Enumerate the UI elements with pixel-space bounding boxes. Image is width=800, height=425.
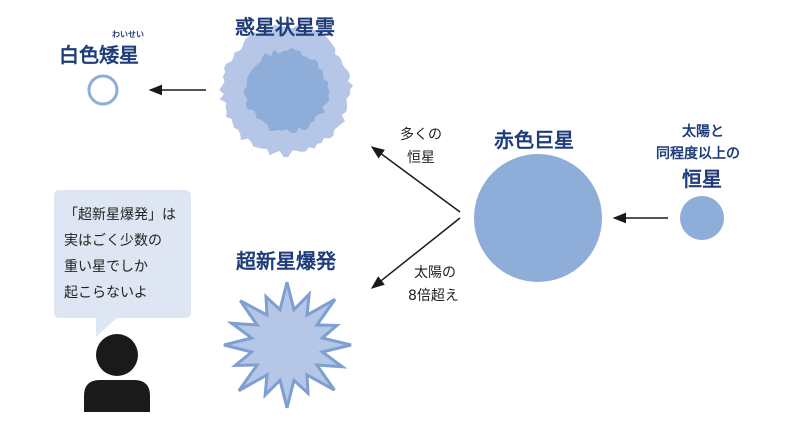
white-dwarf-title: 白色矮星 bbox=[59, 43, 139, 67]
sun-like-star-title: 恒星 bbox=[682, 167, 722, 191]
sun-like-star-caption-line1: 太陽と bbox=[682, 124, 724, 140]
sun-like-star-icon bbox=[680, 196, 724, 240]
white-dwarf-icon bbox=[87, 74, 119, 106]
edge-label-many-stars-line1: 多くの bbox=[400, 127, 442, 143]
speech-bubble-tail bbox=[96, 317, 118, 337]
speech-bubble-line: 「超新星爆発」は bbox=[64, 207, 176, 223]
speech-bubble-line: 重い星でしか bbox=[64, 259, 148, 275]
red-giant-icon bbox=[474, 154, 602, 282]
supernova-title: 超新星爆発 bbox=[236, 249, 336, 273]
person-silhouette-icon bbox=[84, 334, 150, 412]
edge-label-8x-sun-line1: 太陽の bbox=[414, 265, 456, 281]
arrow-icon-giant-to-supernova bbox=[370, 217, 461, 289]
edge-label-many-stars-line2: 恒星 bbox=[407, 150, 435, 166]
sun-like-star-caption-line2: 同程度以上の bbox=[656, 146, 740, 162]
supernova-burst-icon bbox=[223, 281, 352, 409]
planetary-nebula-inner-core bbox=[243, 47, 330, 134]
planetary-nebula-title: 惑星状星雲 bbox=[235, 15, 335, 39]
speech-bubble-line: 実はごく少数の bbox=[64, 233, 162, 249]
red-giant-title: 赤色巨星 bbox=[494, 128, 574, 152]
arrow-icon-giant-to-nebula bbox=[370, 146, 461, 213]
white-dwarf-ruby: わいせい bbox=[112, 30, 144, 39]
edge-label-8x-sun-line2: 8倍超え bbox=[408, 288, 459, 304]
speech-bubble: 「超新星爆発」は 実はごく少数の 重い星でしか 起こらないよ bbox=[54, 190, 191, 318]
speech-bubble-line: 起こらないよ bbox=[64, 285, 148, 301]
